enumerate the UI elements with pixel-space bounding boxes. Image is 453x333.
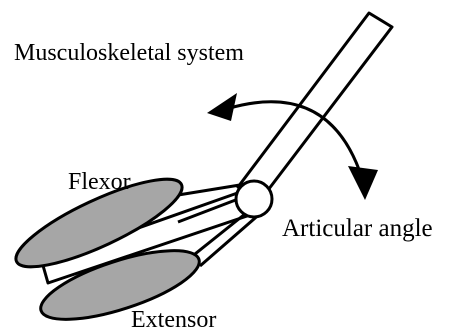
rotation-arrowhead-left <box>207 93 237 121</box>
musculoskeletal-system-label: Musculoskeletal system <box>14 41 244 65</box>
extensor-label: Extensor <box>131 308 216 332</box>
flexor-label: Flexor <box>68 170 131 194</box>
joint-circle <box>236 181 272 217</box>
rotation-arrowhead-down <box>348 166 378 200</box>
articular-angle-label: Articular angle <box>282 216 433 241</box>
